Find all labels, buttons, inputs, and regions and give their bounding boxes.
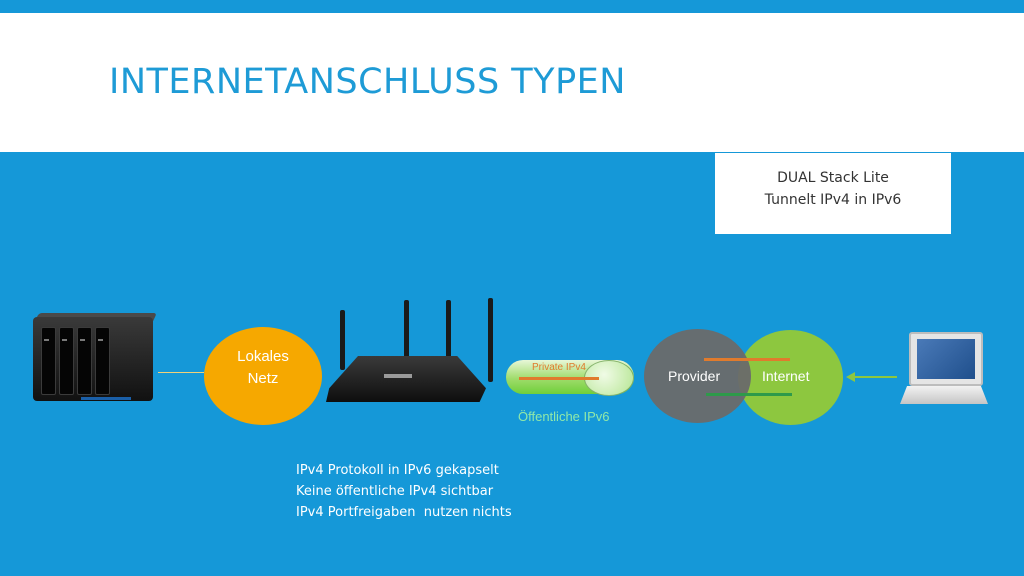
private-ipv4-label: Private IPv4 — [532, 362, 586, 373]
info-line-1: DUAL Stack Lite — [777, 170, 889, 186]
arrow-line — [853, 376, 897, 378]
lokales-netz-label-2: Netz — [247, 370, 279, 387]
arrow-left-icon — [846, 372, 855, 382]
internet-label: Internet — [762, 368, 810, 384]
note-line-1: IPv4 Protokoll in IPv6 gekapselt — [296, 463, 499, 478]
provider-label: Provider — [668, 368, 721, 384]
nas-icon — [33, 313, 158, 403]
router-icon — [318, 296, 498, 416]
note-line-3: IPv4 Portfreigaben nutzen nichts — [296, 505, 512, 520]
lokales-netz-label-1: Lokales — [237, 348, 289, 365]
public-ipv6-line-provider — [706, 393, 792, 396]
lokales-netz-node — [204, 327, 322, 425]
internet-node — [738, 330, 843, 425]
private-ipv4-line-provider — [704, 358, 790, 361]
laptop-icon — [900, 330, 990, 410]
title-band — [0, 13, 1024, 152]
connector-nas-lokal — [158, 372, 204, 373]
tunnel-end — [584, 360, 634, 396]
note-line-2: Keine öffentliche IPv4 sichtbar — [296, 484, 494, 499]
info-box: DUAL Stack Lite Tunnelt IPv4 in IPv6 — [715, 153, 951, 234]
info-line-2: Tunnelt IPv4 in IPv6 — [764, 192, 902, 208]
private-ipv4-line — [519, 377, 599, 380]
slide-title: INTERNETANSCHLUSS TYPEN — [109, 62, 626, 102]
provider-node — [644, 329, 751, 423]
public-ipv6-label: Öffentliche IPv6 — [518, 409, 610, 424]
